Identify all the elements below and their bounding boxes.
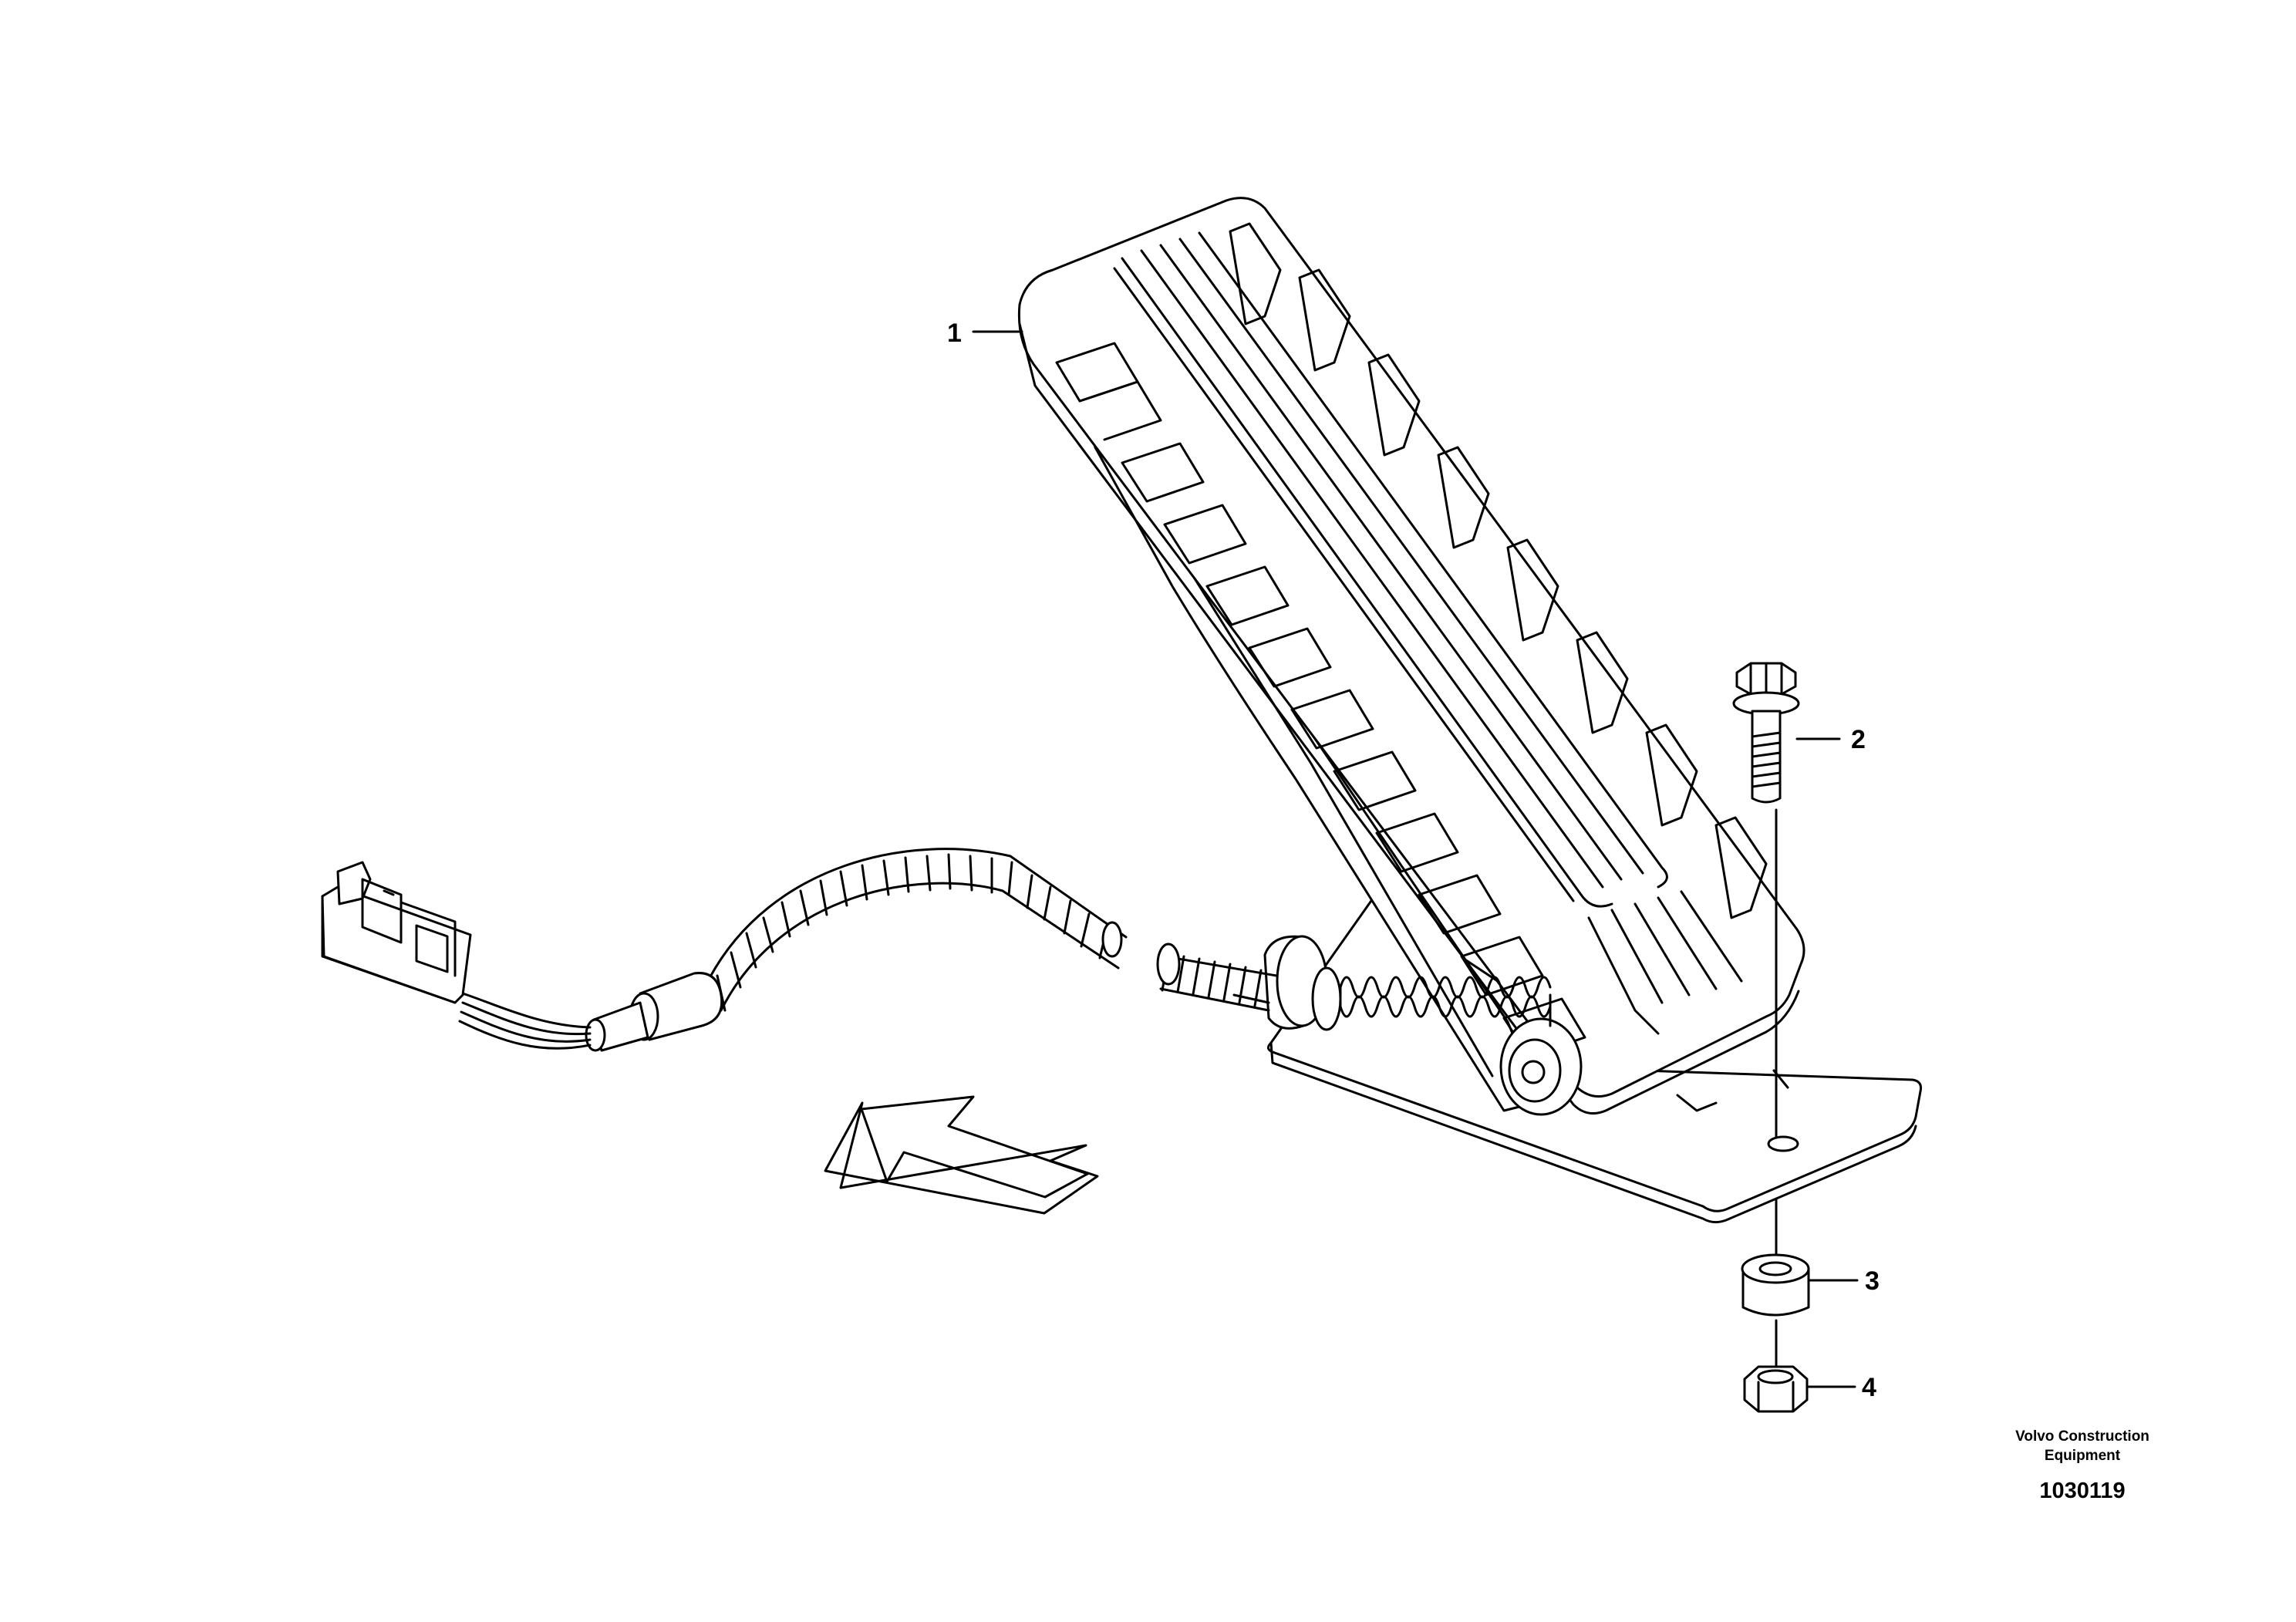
- callout-2: 2: [1851, 725, 1866, 754]
- flange-screw: [1732, 662, 1800, 804]
- wiring-harness: [321, 848, 1278, 1052]
- electrical-connector: [321, 861, 472, 1004]
- cable-coil-lower: [720, 882, 1120, 1012]
- cable-sleeve: [585, 972, 723, 1052]
- wires: [458, 992, 592, 1050]
- pedal-pad: [1017, 197, 1805, 1115]
- spacer-sleeve: [1741, 1253, 1810, 1317]
- coil-end: [1101, 921, 1123, 958]
- callout-4: 4: [1862, 1373, 1876, 1402]
- pedal-pivot: [1499, 1017, 1789, 1116]
- arrow-outline: [860, 1095, 1089, 1199]
- flange-nut: [1743, 1365, 1809, 1413]
- drawing-number: 1030119: [2039, 1479, 2125, 1503]
- brand-line-2: Equipment: [2045, 1448, 2121, 1464]
- leader-lines: [972, 330, 1859, 1388]
- cable-coil-turns: [716, 853, 1109, 1012]
- plate-bolt-hole: [1767, 1135, 1799, 1152]
- cable-coil-upper: [708, 848, 1128, 980]
- callout-3: 3: [1865, 1266, 1880, 1296]
- brand-line-1: Volvo Construction: [2015, 1428, 2149, 1445]
- callout-1: 1: [947, 319, 962, 348]
- accelerator-pedal: [1017, 197, 1922, 1224]
- inner-spring: [1339, 976, 1552, 1027]
- mid-spring: [1156, 943, 1278, 1012]
- sensor-grommet: [1232, 935, 1342, 1031]
